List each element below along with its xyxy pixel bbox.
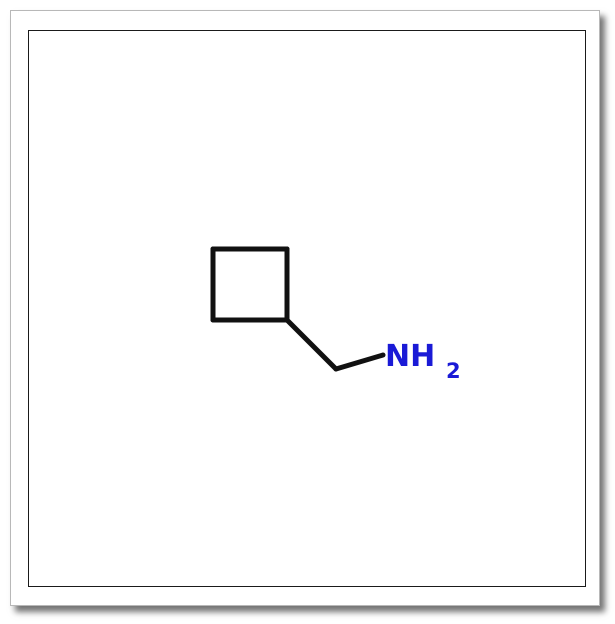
amine-label: NH (385, 339, 435, 374)
cyclobutane-ring (210, 246, 290, 323)
structure-frame (28, 30, 586, 587)
bond-ch2-to-n (333, 352, 386, 372)
bond-ring-to-ch2 (284, 317, 339, 372)
amine-subscript: 2 (446, 359, 461, 383)
